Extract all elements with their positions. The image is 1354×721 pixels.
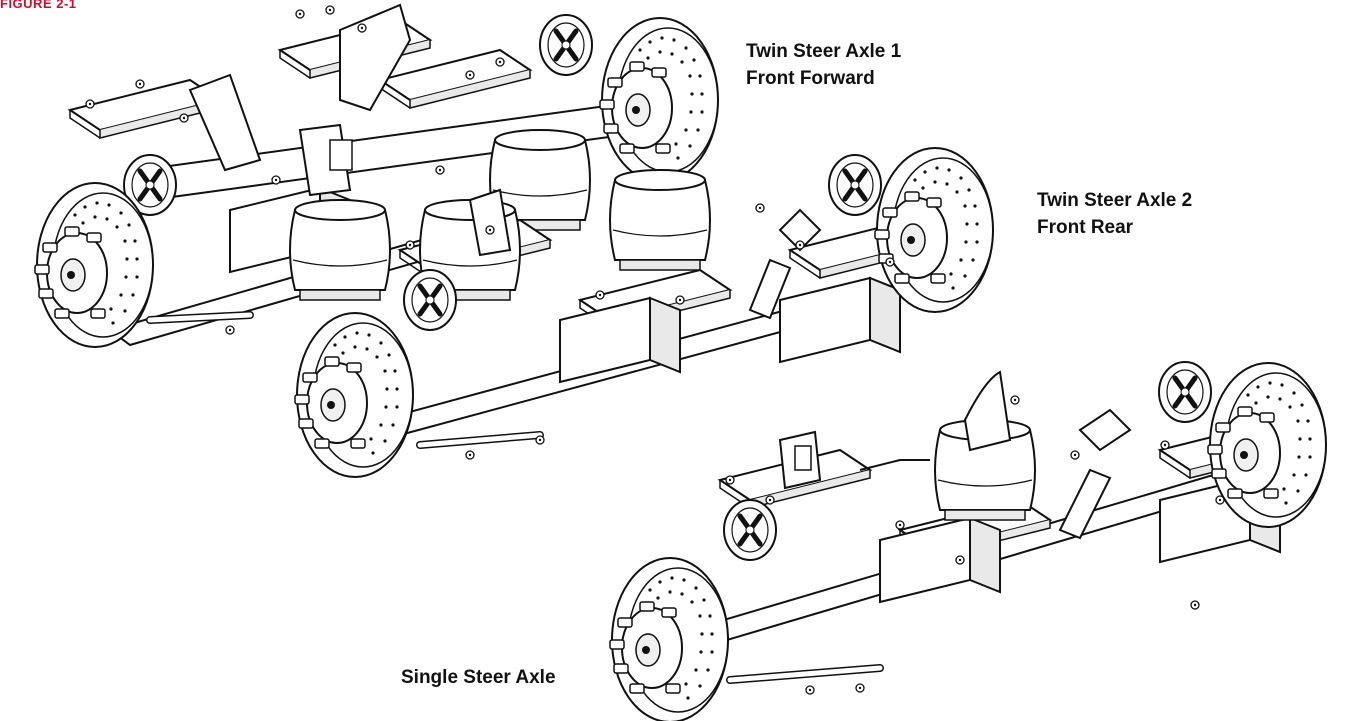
callout-single-steer-axle-title: Single Steer Axle (401, 667, 556, 688)
callout-twin-steer-axle-2-title: Twin Steer Axle 2 (1037, 190, 1193, 211)
figure-label: FIGURE 2-1 (0, 0, 77, 11)
callout-single-steer-axle: Single Steer Axle (401, 664, 556, 691)
callout-twin-steer-axle-1: Twin Steer Axle 1 Front Forward (746, 38, 901, 92)
callout-twin-steer-axle-2-position: Front Rear (1037, 217, 1134, 238)
single-steer-axle-drawing (609, 362, 1327, 721)
callout-twin-steer-axle-1-position: Front Forward (746, 68, 875, 89)
callout-twin-steer-axle-1-title: Twin Steer Axle 1 (746, 41, 902, 62)
callout-twin-steer-axle-2: Twin Steer Axle 2 Front Rear (1037, 187, 1192, 241)
twin-steer-axle-2-drawing (294, 147, 994, 478)
